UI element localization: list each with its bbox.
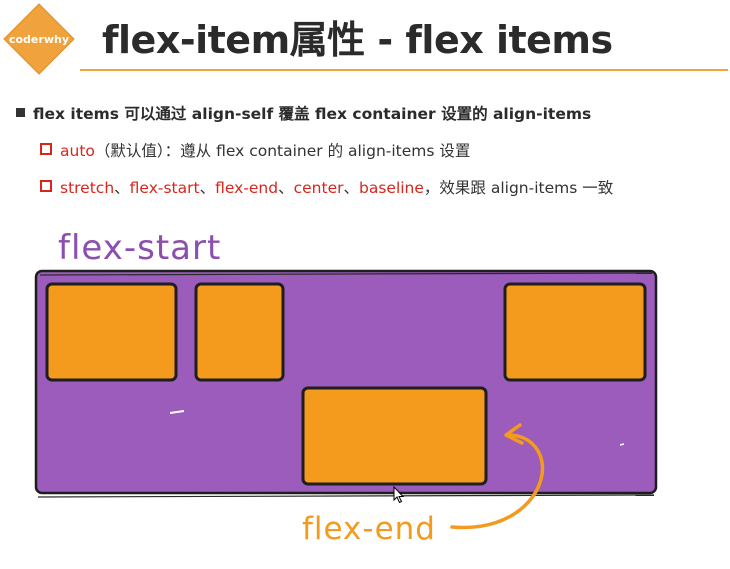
value-flex-end: flex-end	[215, 179, 279, 197]
separator: 、	[278, 179, 294, 197]
hollow-square-bullet-icon	[40, 180, 52, 192]
separator: 、	[343, 179, 359, 197]
flex-item-4	[503, 282, 647, 382]
value-flex-start: flex-start	[129, 179, 200, 197]
sub-bullet-values: stretch、flex-start、flex-end、center、basel…	[40, 176, 613, 198]
flex-container	[34, 269, 658, 495]
flex-item-2	[194, 282, 285, 382]
auto-keyword: auto	[60, 142, 95, 160]
value-stretch: stretch	[60, 179, 115, 197]
align-self-diagram: flex-start flex-end	[34, 228, 658, 547]
label-flex-end: flex-end	[302, 511, 436, 547]
sub-bullet-auto: auto（默认值）：遵从 flex container 的 align-item…	[40, 139, 470, 161]
title-underline	[80, 69, 728, 71]
values-description: ，效果跟 align-items 一致	[423, 179, 614, 197]
separator: 、	[199, 179, 216, 197]
mouse-cursor-icon	[393, 486, 405, 504]
flex-end-arrow	[450, 433, 545, 530]
auto-description: （默认值）：遵从 flex container 的 align-items 设置	[94, 142, 471, 160]
square-bullet-icon	[16, 108, 25, 117]
hollow-square-bullet-icon	[40, 143, 52, 155]
logo-text: coderwhy	[9, 33, 69, 46]
label-flex-start: flex-start	[58, 228, 221, 268]
flex-item-1	[45, 282, 178, 382]
value-center: center	[293, 179, 344, 197]
page-title: flex-item属性 - flex items	[102, 18, 613, 62]
separator: 、	[114, 179, 130, 197]
coderwhy-logo: coderwhy	[3, 3, 75, 75]
flex-item-3-flex-end	[301, 386, 488, 486]
main-bullet-text: flex items 可以通过 align-self 覆盖 flex conta…	[33, 105, 592, 123]
main-bullet: flex items 可以通过 align-self 覆盖 flex conta…	[16, 102, 591, 124]
arrow-head	[504, 423, 524, 445]
value-baseline: baseline	[359, 179, 424, 197]
